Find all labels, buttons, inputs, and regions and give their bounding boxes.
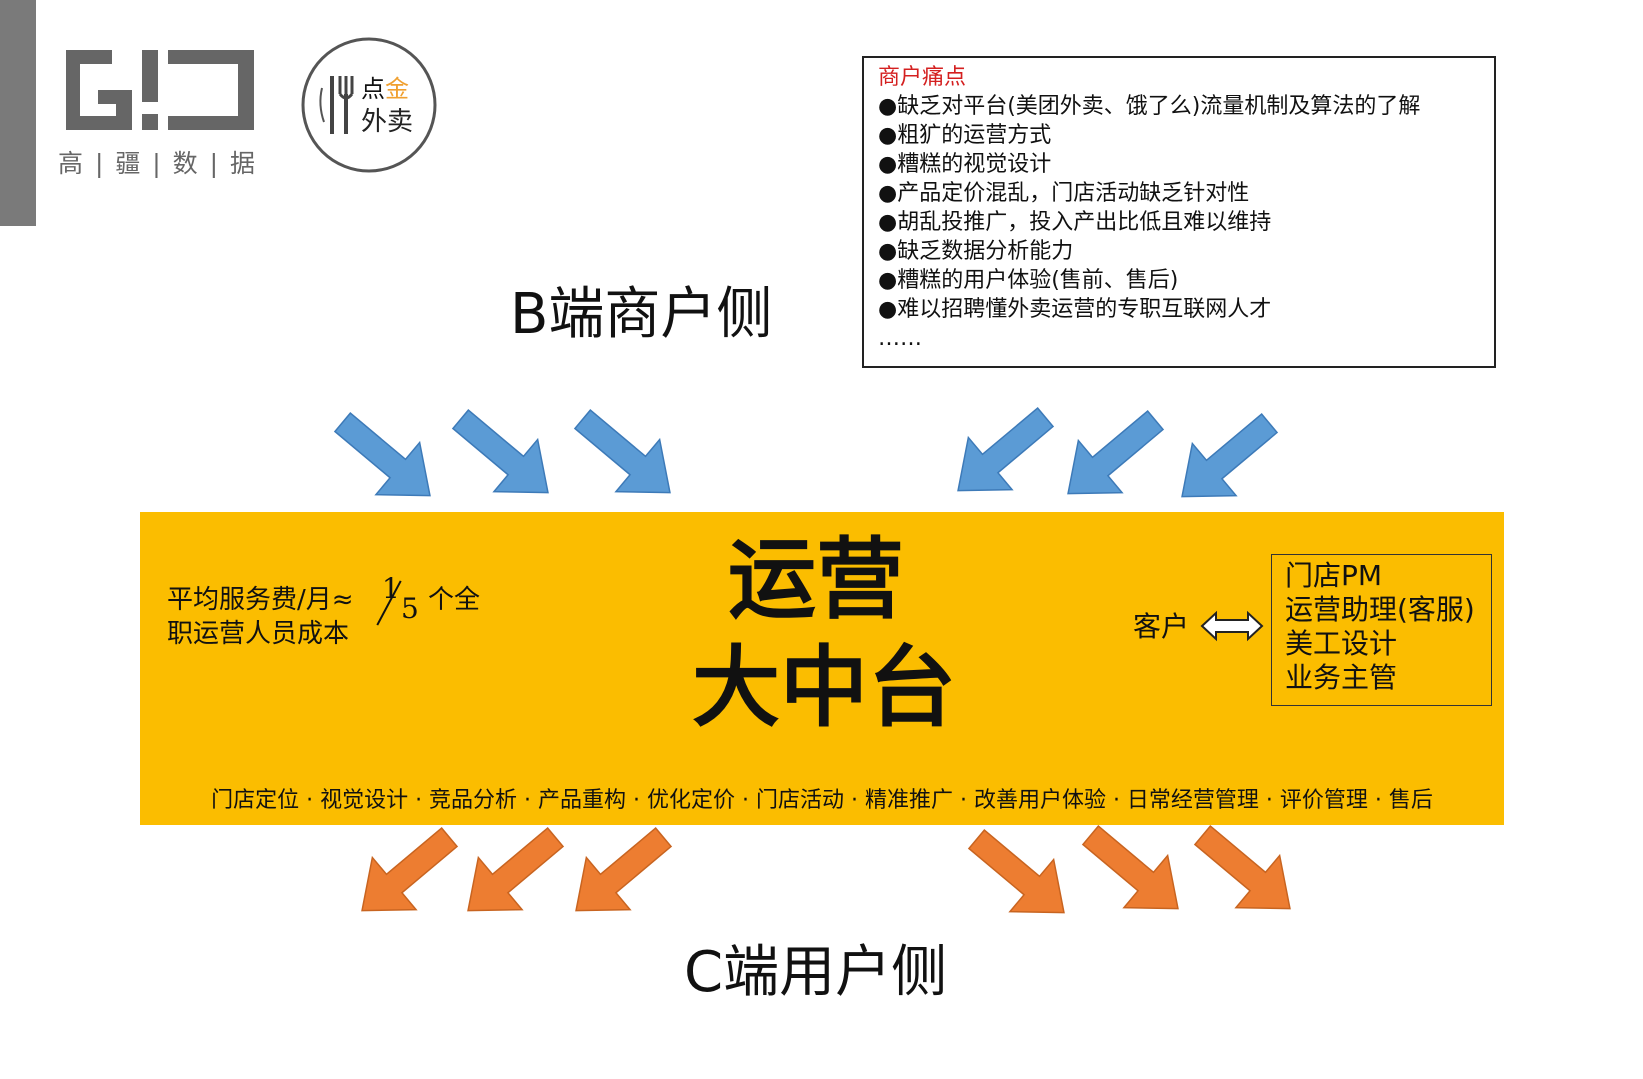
out-arrow-icon: [445, 810, 578, 938]
gd-logo-icon: [66, 50, 254, 130]
fee-text-line1: 平均服务费/月≈: [167, 585, 354, 615]
operations-platform-box: [140, 512, 1504, 825]
dianjin-logo-icon: [301, 37, 437, 173]
pain-point-item: ●产品定价混乱，门店活动缺乏针对性: [878, 181, 1250, 206]
pain-point-item: ●缺乏对平台(美团外卖、饿了么)流量机制及算法的了解: [878, 94, 1421, 119]
pain-point-item: ●难以招聘懂外卖运营的专职互联网人才: [878, 297, 1272, 322]
fraction-denominator: 5: [401, 592, 419, 625]
pain-point-item: ●糟糕的视觉设计: [878, 152, 1052, 177]
gd-logo-subtitle: 高 | 疆 | 数 | 据: [58, 149, 257, 178]
pain-point-item: ●粗犷的运营方式: [878, 123, 1052, 148]
platform-title-line2: 大中台: [692, 636, 957, 739]
c-side-label: C端用户侧: [684, 940, 948, 1005]
pain-points-ellipsis: ……: [878, 326, 922, 351]
role-item: 运营助理(客服): [1285, 593, 1475, 626]
customer-label: 客户: [1133, 610, 1190, 643]
in-arrow-icon: [560, 392, 693, 520]
pain-points-title: 商户痛点: [878, 65, 967, 90]
logo-text-waimai: 外卖: [361, 107, 414, 137]
double-arrow-icon: [1200, 610, 1264, 642]
logo-text-jin: 金: [385, 75, 409, 103]
fee-fraction: 1 5: [376, 572, 426, 628]
fraction-numerator: 1: [382, 572, 400, 605]
fee-text-tail: 个全: [428, 585, 481, 615]
in-arrow-icon: [1045, 393, 1178, 521]
out-arrow-icon: [1068, 808, 1201, 936]
pain-point-item: ●糟糕的用户体验(售前、售后): [878, 268, 1179, 293]
role-item: 门店PM: [1285, 559, 1383, 592]
out-arrow-icon: [1180, 808, 1313, 936]
b-side-label: B端商户侧: [510, 282, 773, 347]
out-arrow-icon: [339, 810, 472, 938]
side-accent-bar: [0, 0, 36, 226]
role-item: 美工设计: [1285, 627, 1398, 660]
in-arrow-icon: [438, 392, 571, 520]
service-roles-box: 门店PM 运营助理(客服) 美工设计 业务主管: [1271, 554, 1492, 706]
in-arrow-icon: [1159, 396, 1292, 524]
pain-points-box: 商户痛点 ●缺乏对平台(美团外卖、饿了么)流量机制及算法的了解 ●粗犷的运营方式…: [862, 56, 1496, 368]
logo-text-dian: 点: [361, 75, 385, 103]
out-arrow-icon: [954, 812, 1087, 940]
in-arrow-icon: [935, 390, 1068, 518]
in-arrow-icon: [320, 395, 453, 523]
role-item: 业务主管: [1285, 661, 1398, 694]
out-arrow-icon: [553, 810, 686, 938]
pain-point-item: ●缺乏数据分析能力: [878, 239, 1074, 264]
fee-text-line2: 职运营人员成本: [167, 619, 350, 649]
platform-title-line1: 运营: [728, 528, 905, 631]
services-list: 门店定位 · 视觉设计 · 竞品分析 · 产品重构 · 优化定价 · 门店活动 …: [211, 788, 1433, 813]
pain-point-item: ●胡乱投推广，投入产出比低且难以维持: [878, 210, 1272, 235]
